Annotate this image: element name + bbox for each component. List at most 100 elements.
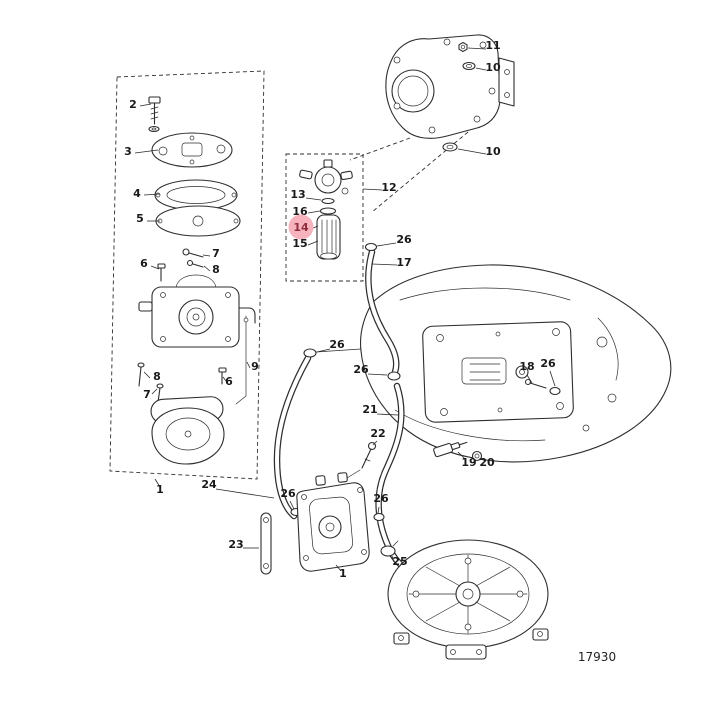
callout-leader bbox=[203, 265, 211, 272]
callout-26: 26 bbox=[396, 233, 412, 246]
callout-leader bbox=[202, 254, 211, 257]
callout-7: 7 bbox=[212, 247, 220, 260]
fuel-pump-exploded-view bbox=[109, 70, 265, 480]
callout-23: 23 bbox=[228, 538, 243, 551]
callout-1: 1 bbox=[339, 567, 347, 580]
callout-6: 6 bbox=[225, 375, 233, 388]
callout-25: 25 bbox=[392, 555, 407, 568]
spark-plug-19 bbox=[433, 441, 468, 458]
callout-2: 2 bbox=[129, 98, 137, 111]
callout-leader bbox=[457, 148, 487, 155]
strap-23 bbox=[260, 512, 272, 575]
callout-13: 13 bbox=[290, 188, 305, 201]
callout-leader bbox=[289, 500, 295, 510]
callout-leader bbox=[367, 373, 388, 376]
callout-leader bbox=[526, 374, 533, 384]
callout-11: 11 bbox=[485, 39, 500, 52]
figure-number: 17930 bbox=[578, 650, 616, 664]
callout-26: 26 bbox=[280, 487, 296, 500]
callout-19: 19 bbox=[461, 456, 476, 469]
callout-leader bbox=[467, 47, 487, 50]
callout-9: 9 bbox=[251, 360, 259, 373]
callout-22: 22 bbox=[370, 427, 385, 440]
pump-cover-3 bbox=[151, 132, 233, 168]
clamp-25 bbox=[380, 540, 399, 557]
callout-24: 24 bbox=[201, 478, 217, 491]
callout-17: 17 bbox=[396, 256, 411, 269]
callout-20: 20 bbox=[479, 456, 495, 469]
fuel-hoses bbox=[273, 242, 407, 571]
lower-cowl-plate bbox=[387, 539, 549, 660]
screw-6-upper bbox=[157, 263, 166, 282]
callout-5: 5 bbox=[136, 212, 144, 225]
callout-leader bbox=[457, 451, 467, 461]
callout-leader bbox=[215, 488, 275, 499]
screw-22 bbox=[361, 441, 377, 469]
callout-3: 3 bbox=[124, 145, 132, 158]
callout-leader bbox=[307, 210, 321, 214]
callout-leader bbox=[475, 67, 487, 71]
ring-26-hose21 bbox=[373, 512, 385, 522]
powerhead-adapter-plate bbox=[315, 264, 672, 463]
callout-8: 8 bbox=[153, 370, 161, 383]
callout-leader bbox=[154, 478, 161, 488]
callout-26: 26 bbox=[540, 357, 556, 370]
filter-element-14-15 bbox=[316, 214, 341, 260]
callout-leader bbox=[372, 440, 378, 446]
seal-ring-13 bbox=[321, 197, 335, 205]
bracket-9 bbox=[235, 315, 249, 405]
callout-6: 6 bbox=[140, 257, 148, 270]
highlight-marker bbox=[288, 214, 314, 240]
callout-leader bbox=[139, 103, 152, 107]
mounting-bracket-plate bbox=[349, 34, 515, 213]
callout-7: 7 bbox=[143, 388, 151, 401]
stud-18 bbox=[524, 378, 547, 389]
callout-leader bbox=[134, 149, 159, 154]
callout-leader bbox=[549, 370, 556, 387]
callout-leader bbox=[376, 413, 399, 416]
callout-leader bbox=[246, 361, 251, 369]
callout-18: 18 bbox=[519, 360, 534, 373]
callout-leader bbox=[150, 265, 160, 270]
callout-leader bbox=[335, 564, 342, 572]
callout-leader bbox=[362, 188, 383, 191]
callout-leader bbox=[376, 242, 397, 247]
ring-26-hose17 bbox=[364, 242, 378, 252]
callout-leader bbox=[307, 240, 319, 246]
screw-2 bbox=[148, 96, 161, 133]
callout-10: 10 bbox=[485, 61, 501, 74]
callout-leader bbox=[222, 376, 227, 382]
washer-10-lower bbox=[442, 142, 458, 152]
callout-leader bbox=[316, 348, 331, 353]
o-ring-16 bbox=[319, 207, 337, 215]
washer-10-upper bbox=[462, 61, 476, 71]
callout-leader bbox=[143, 371, 151, 379]
pump-body bbox=[138, 274, 256, 348]
callout-12: 12 bbox=[381, 181, 396, 194]
callout-leader bbox=[143, 193, 161, 196]
gasket-4 bbox=[154, 179, 238, 211]
callout-26: 26 bbox=[329, 338, 345, 351]
callout-leader bbox=[151, 388, 158, 395]
callout-26: 26 bbox=[353, 363, 369, 376]
diaphragm-5 bbox=[155, 205, 241, 237]
screws-8-7-lower bbox=[137, 362, 164, 403]
callout-leader bbox=[371, 263, 398, 266]
callout-10: 10 bbox=[485, 145, 501, 158]
callout-leader bbox=[305, 197, 322, 201]
callout-leader bbox=[478, 458, 485, 461]
screws-7-8-upper bbox=[182, 248, 204, 268]
fuel-filter-assembly bbox=[285, 153, 364, 282]
screw-6-lower bbox=[218, 367, 227, 385]
ring-26-hose24-top bbox=[303, 348, 317, 358]
callout-21: 21 bbox=[362, 403, 377, 416]
callout-leader bbox=[377, 506, 380, 514]
ring-26-manifold bbox=[387, 371, 401, 381]
callout-14: 14 bbox=[293, 221, 309, 234]
callout-15: 15 bbox=[292, 237, 307, 250]
fuel-pump-assembly bbox=[260, 441, 377, 575]
callout-4: 4 bbox=[133, 187, 141, 200]
